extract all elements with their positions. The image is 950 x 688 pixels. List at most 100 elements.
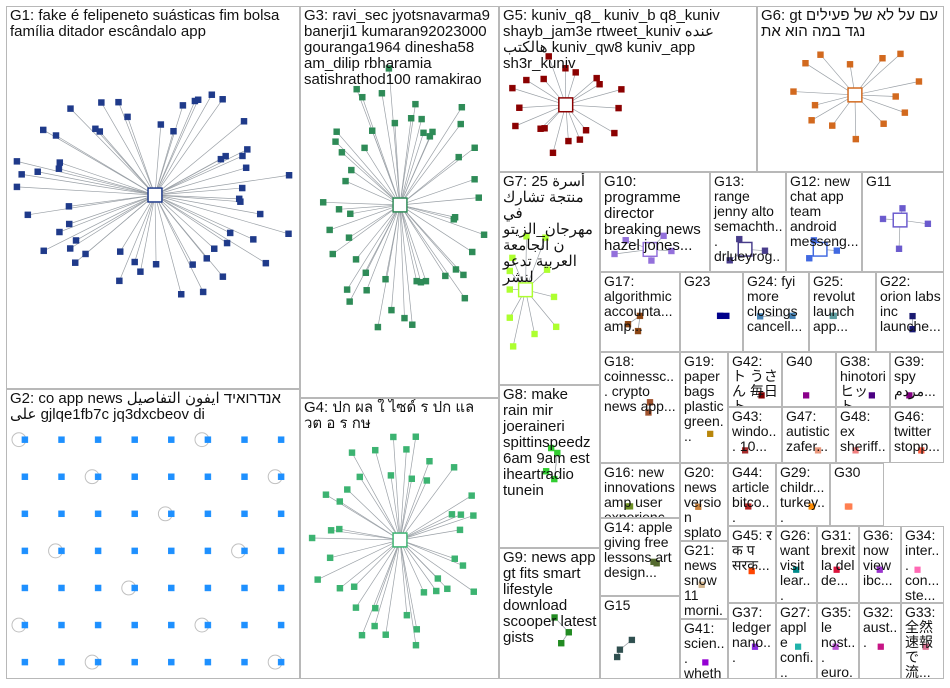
node[interactable] [802,60,809,67]
node[interactable] [382,631,389,638]
node[interactable] [471,176,478,183]
node[interactable] [616,646,624,653]
node[interactable] [204,621,212,629]
node[interactable] [56,159,64,166]
node[interactable] [40,247,47,255]
node[interactable] [52,132,60,139]
node[interactable] [98,99,105,106]
node[interactable] [241,436,248,443]
node[interactable] [350,583,358,590]
node[interactable] [387,472,395,479]
node[interactable] [168,510,175,518]
node[interactable] [208,91,216,98]
node[interactable] [628,636,636,644]
node[interactable] [558,640,565,647]
node[interactable] [124,113,131,121]
node[interactable] [846,61,854,68]
node[interactable] [582,127,590,134]
node[interactable] [21,621,29,629]
node[interactable] [66,245,74,252]
node[interactable] [277,473,285,480]
node[interactable] [417,279,425,286]
node[interactable] [909,312,916,320]
node[interactable] [345,234,353,241]
node[interactable] [191,97,199,105]
node[interactable] [852,135,860,143]
node[interactable] [509,343,517,350]
node[interactable] [352,604,360,611]
node[interactable] [65,220,73,228]
node[interactable] [434,575,442,582]
node[interactable] [358,631,366,639]
node[interactable] [460,271,467,279]
node[interactable] [543,266,551,273]
node[interactable] [223,239,231,247]
node[interactable] [458,103,466,111]
node[interactable] [94,436,102,443]
node[interactable] [21,547,29,555]
node[interactable] [168,658,175,666]
node[interactable] [238,184,246,192]
node[interactable] [540,75,547,83]
node[interactable] [131,436,138,443]
node[interactable] [915,78,923,85]
node[interactable] [344,486,351,493]
node[interactable] [668,247,675,255]
node[interactable] [356,473,364,481]
node[interactable] [58,510,65,518]
node[interactable] [622,237,629,244]
node[interactable] [880,120,887,127]
node[interactable] [565,137,572,145]
node[interactable] [131,473,138,480]
node[interactable] [94,584,102,592]
node[interactable] [456,526,464,534]
node[interactable] [368,127,376,134]
node[interactable] [646,399,654,406]
node[interactable] [877,643,884,650]
node[interactable] [385,65,393,72]
node[interactable] [551,614,558,621]
node[interactable] [808,503,815,510]
node[interactable] [852,447,859,454]
node[interactable] [241,584,248,592]
node[interactable] [82,250,89,258]
node[interactable] [408,475,416,482]
node[interactable] [378,90,386,97]
node[interactable] [469,248,476,256]
node[interactable] [748,567,755,575]
node[interactable] [58,436,65,443]
node[interactable] [811,101,819,109]
node[interactable] [94,658,102,666]
node[interactable] [239,152,246,160]
node[interactable] [789,312,796,320]
node[interactable] [242,164,250,172]
node[interactable] [168,436,175,443]
node[interactable] [523,233,530,240]
node[interactable] [401,314,408,322]
node[interactable] [751,643,759,650]
node[interactable] [168,473,175,480]
node[interactable] [314,576,321,583]
node[interactable] [343,286,351,293]
node[interactable] [18,171,25,178]
node[interactable] [879,55,886,62]
node[interactable] [353,85,360,93]
node[interactable] [793,566,800,573]
node[interactable] [241,658,248,666]
node[interactable] [829,312,836,320]
node[interactable] [326,226,333,234]
node[interactable] [168,584,175,592]
node[interactable] [335,206,343,213]
node[interactable] [55,165,63,172]
node[interactable] [219,96,226,103]
node[interactable] [817,51,824,58]
node[interactable] [726,257,733,264]
node[interactable] [371,622,378,630]
node[interactable] [906,392,913,399]
node[interactable] [433,587,440,595]
node[interactable] [901,109,909,116]
node[interactable] [918,447,925,454]
hub-node[interactable] [517,282,534,298]
node[interactable] [634,327,642,335]
node[interactable] [226,229,234,237]
